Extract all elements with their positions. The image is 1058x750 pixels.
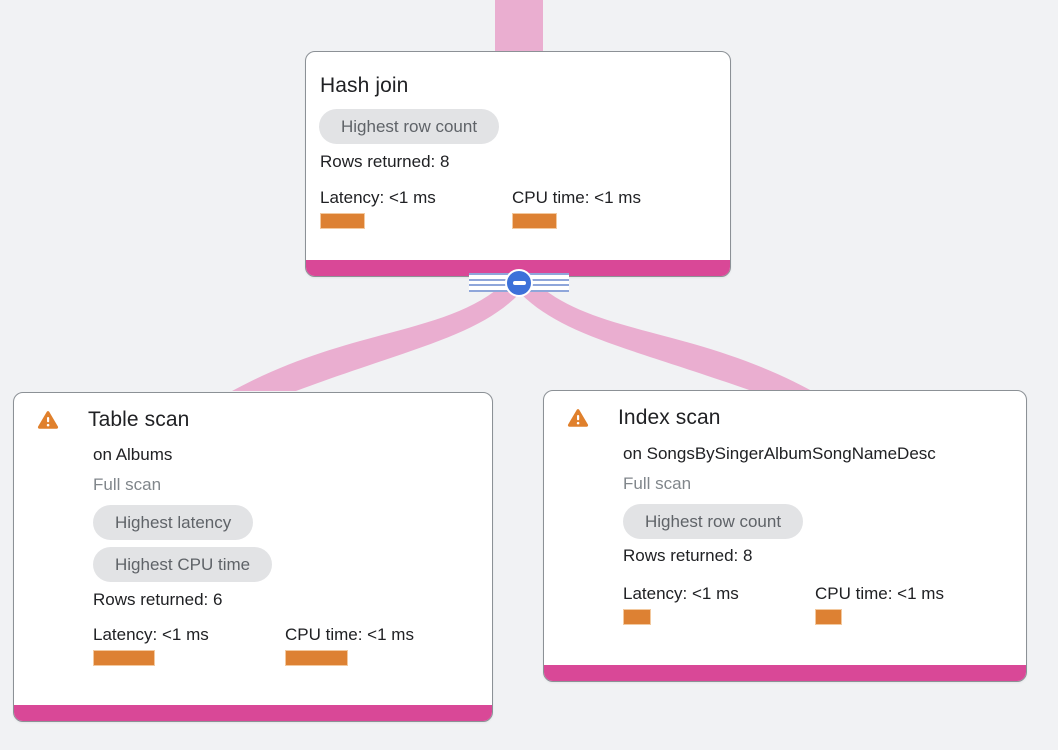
edge-hash-join-to-index-scan <box>521 281 812 391</box>
badge-highest-cpu-time: Highest CPU time <box>93 547 273 582</box>
cpu-time-metric: CPU time: <1 ms <box>512 188 704 229</box>
node-table-scan[interactable]: Table scan on Albums Full scan Highest l… <box>13 392 493 722</box>
cpu-time-metric: CPU time: <1 ms <box>285 625 477 666</box>
badge-highest-latency: Highest latency <box>93 505 254 540</box>
cpu-time-metric: CPU time: <1 ms <box>815 584 1007 625</box>
latency-metric: Latency: <1 ms <box>623 584 815 625</box>
rows-returned-text: Rows returned: 8 <box>623 546 753 565</box>
latency-label: Latency: <1 ms <box>320 188 436 207</box>
cpu-time-bar <box>512 213 557 229</box>
node-accent-bar <box>306 260 730 276</box>
warning-icon <box>567 408 589 428</box>
latency-label: Latency: <1 ms <box>623 584 739 603</box>
warning-icon <box>37 410 59 430</box>
edge-hash-join-to-table-scan <box>232 281 519 391</box>
scan-type-text: Full scan <box>623 474 692 493</box>
node-hash-join[interactable]: Hash join Highest row count Rows returne… <box>305 51 731 277</box>
latency-metric: Latency: <1 ms <box>93 625 285 666</box>
latency-bar <box>320 213 365 229</box>
rows-returned-text: Rows returned: 8 <box>320 152 450 171</box>
scan-target-text: on SongsBySingerAlbumSongNameDesc <box>623 444 936 463</box>
rows-returned-text: Rows returned: 6 <box>93 590 223 609</box>
latency-bar <box>623 609 651 625</box>
latency-label: Latency: <1 ms <box>93 625 209 644</box>
node-accent-bar <box>544 665 1026 681</box>
node-accent-bar <box>14 705 492 721</box>
badge-highest-row-count: Highest row count <box>319 109 500 144</box>
edge-parent-to-hash-join <box>495 0 543 53</box>
latency-metric: Latency: <1 ms <box>320 188 512 229</box>
latency-bar <box>93 650 155 666</box>
cpu-time-label: CPU time: <1 ms <box>512 188 641 207</box>
node-title: Hash join <box>320 74 409 97</box>
cpu-time-label: CPU time: <1 ms <box>815 584 944 603</box>
node-index-scan[interactable]: Index scan on SongsBySingerAlbumSongName… <box>543 390 1027 682</box>
minus-icon <box>512 281 526 285</box>
scan-type-text: Full scan <box>93 475 162 494</box>
node-title: Table scan <box>88 408 190 431</box>
collapse-children-button[interactable] <box>505 269 533 297</box>
cpu-time-label: CPU time: <1 ms <box>285 625 414 644</box>
badge-highest-row-count: Highest row count <box>623 504 804 539</box>
cpu-time-bar <box>815 609 842 625</box>
scan-target-text: on Albums <box>93 445 173 464</box>
node-title: Index scan <box>618 406 721 429</box>
cpu-time-bar <box>285 650 348 666</box>
